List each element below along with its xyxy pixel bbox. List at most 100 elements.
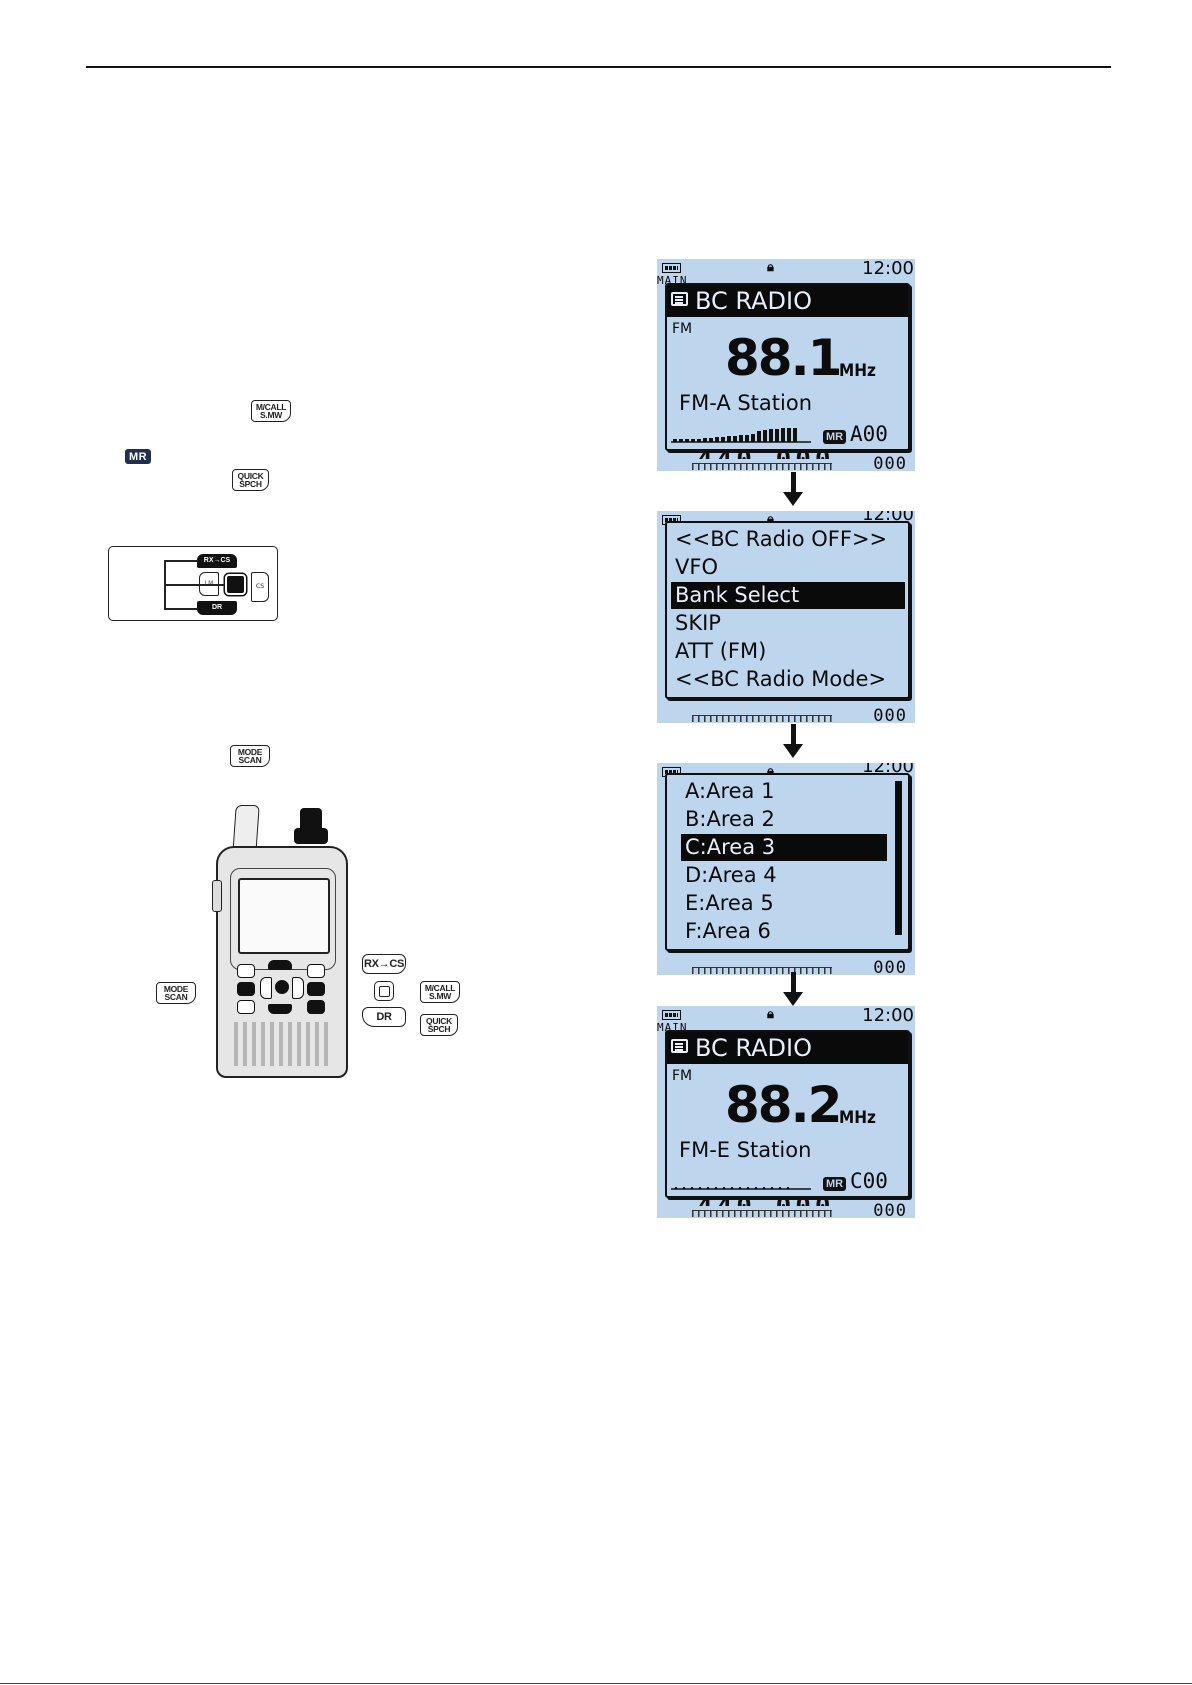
bank-item-f[interactable]: F:Area 6 [685, 919, 771, 943]
frequency-readout: 88.2 [725, 1076, 842, 1134]
pointer-line-top [164, 560, 166, 586]
panel-shadow [667, 523, 912, 701]
kp-btn-mcall [307, 982, 325, 996]
pointer-line-bottom [164, 586, 166, 608]
speaker-grille [234, 1022, 330, 1066]
clock: 12:00 [862, 1006, 914, 1026]
lcd-screen-menu: 🔒︎ 12:00 000 <<BC Radio OFF>> VFO Bank S… [657, 511, 915, 723]
menu-item-skip[interactable]: SKIP [675, 611, 721, 635]
radio-icon [671, 1039, 688, 1053]
side-button [212, 880, 222, 912]
transceiver-illustration [210, 800, 360, 1080]
lcd-screen-bc-radio-2: 🔒︎ 12:00 MAIN 440.000 PSKIP 000 BC RADIO… [657, 1006, 915, 1218]
kp-btn-center [275, 980, 289, 994]
menu-item-bank-select[interactable]: Bank Select [671, 582, 905, 609]
mr-indicator: MR [823, 430, 847, 444]
mode-label: FM [672, 1068, 693, 1084]
mode-label: FM [672, 321, 693, 337]
memory-counter: 000 [873, 454, 907, 471]
footer-rule [0, 1683, 1192, 1684]
kp-btn-dr [268, 1004, 292, 1014]
center-key [225, 574, 246, 595]
menu-item-bc-radio-off[interactable]: <<BC Radio OFF>> [675, 527, 888, 551]
lock-icon: 🔒︎ [767, 764, 774, 779]
kp-btn-cs [292, 977, 304, 999]
bc-radio-title: BC RADIO [695, 1034, 812, 1062]
clock: 12:00 [862, 259, 914, 279]
scale-ticks [692, 715, 832, 722]
rxcs-key: RX→CS [197, 554, 237, 568]
memory-channel: A00 [850, 422, 888, 446]
memory-counter: 000 [873, 706, 907, 723]
frequency-unit: MHz [839, 361, 876, 381]
kp-btn-rxcs [268, 960, 292, 970]
bank-item-c[interactable]: C:Area 3 [681, 834, 887, 861]
bank-item-a[interactable]: A:Area 1 [685, 779, 775, 803]
signal-meter [671, 428, 811, 443]
scale-ticks [692, 1210, 832, 1217]
bc-radio-title-bar: BC RADIO [667, 1032, 908, 1064]
bank-list-panel: A:Area 1 B:Area 2 C:Area 3 D:Area 4 E:Ar… [665, 773, 910, 951]
kp-btn-1 [237, 964, 255, 978]
kp-btn-3 [307, 964, 325, 978]
mr-badge-icon: MR [125, 449, 152, 464]
memory-counter: 000 [873, 958, 907, 975]
radio-screen [238, 878, 330, 954]
bank-item-b[interactable]: B:Area 2 [685, 807, 775, 831]
pointer-line-top-h [164, 560, 198, 562]
bank-item-e[interactable]: E:Area 5 [685, 891, 774, 915]
kp-btn-quick [307, 1000, 325, 1014]
radio-screen-bezel [230, 868, 336, 970]
scale-ticks [692, 967, 832, 974]
scale-ticks [692, 463, 832, 470]
kp-btn-lm [260, 977, 272, 999]
cs-key: CS [251, 572, 269, 602]
key-cluster-diagram: RX→CS DR LM CS [108, 546, 278, 621]
station-name: FM-E Station [679, 1138, 812, 1162]
lock-icon: 🔒︎ [767, 1007, 774, 1022]
kp-btn-mode [237, 982, 255, 996]
menu-item-att-fm[interactable]: ATT (FM) [675, 639, 767, 663]
volume-knob-base [294, 828, 328, 844]
radio-icon [671, 292, 688, 306]
menu-item-vfo[interactable]: VFO [675, 555, 718, 579]
header-rule [86, 66, 1111, 68]
dr-key-label: DR [362, 1007, 406, 1027]
menu-panel: <<BC Radio OFF>> VFO Bank Select SKIP AT… [665, 521, 910, 699]
bank-item-d[interactable]: D:Area 4 [685, 863, 777, 887]
bc-radio-panel: BC RADIO FM 88.2 MHz FM-E Station MR C00 [665, 1030, 910, 1198]
pointer-line-mid [164, 584, 224, 586]
mr-indicator: MR [823, 1177, 847, 1191]
lock-icon: 🔒︎ [767, 260, 774, 275]
station-name: FM-A Station [679, 391, 813, 415]
bc-radio-title: BC RADIO [695, 287, 812, 315]
lock-icon: 🔒︎ [767, 512, 774, 527]
frequency-readout: 88.1 [725, 329, 842, 387]
panel-shadow [667, 775, 912, 953]
menu-item-bc-radio-mode[interactable]: <<BC Radio Mode> [675, 667, 887, 691]
panel-shadow [667, 285, 912, 453]
volume-knob [300, 808, 322, 832]
dr-key: DR [197, 601, 237, 615]
battery-icon [662, 1010, 681, 1020]
rxcs-key-label: RX→CS [362, 954, 406, 974]
lcd-screen-bank-list: 🔒︎ 12:00 000 A:Area 1 B:Area 2 C:Area 3 … [657, 763, 915, 975]
battery-icon [662, 263, 681, 273]
bc-radio-title-bar: BC RADIO [667, 285, 908, 317]
signal-meter [671, 1187, 811, 1190]
list-scrollbar[interactable] [895, 781, 902, 935]
kp-btn-7 [237, 1000, 255, 1014]
lcd-screen-bc-radio-1: 🔒︎ 12:00 MAIN 440.000 PSKIP 000 BC RADIO… [657, 259, 915, 471]
panel-shadow [667, 1032, 912, 1200]
bc-radio-panel: BC RADIO FM 88.1 MHz FM-A Station MR A00 [665, 283, 910, 451]
memory-channel: C00 [850, 1169, 888, 1193]
frequency-unit: MHz [839, 1108, 876, 1128]
center-key-label-icon [374, 981, 394, 1001]
pointer-line-bottom-h [164, 608, 198, 610]
